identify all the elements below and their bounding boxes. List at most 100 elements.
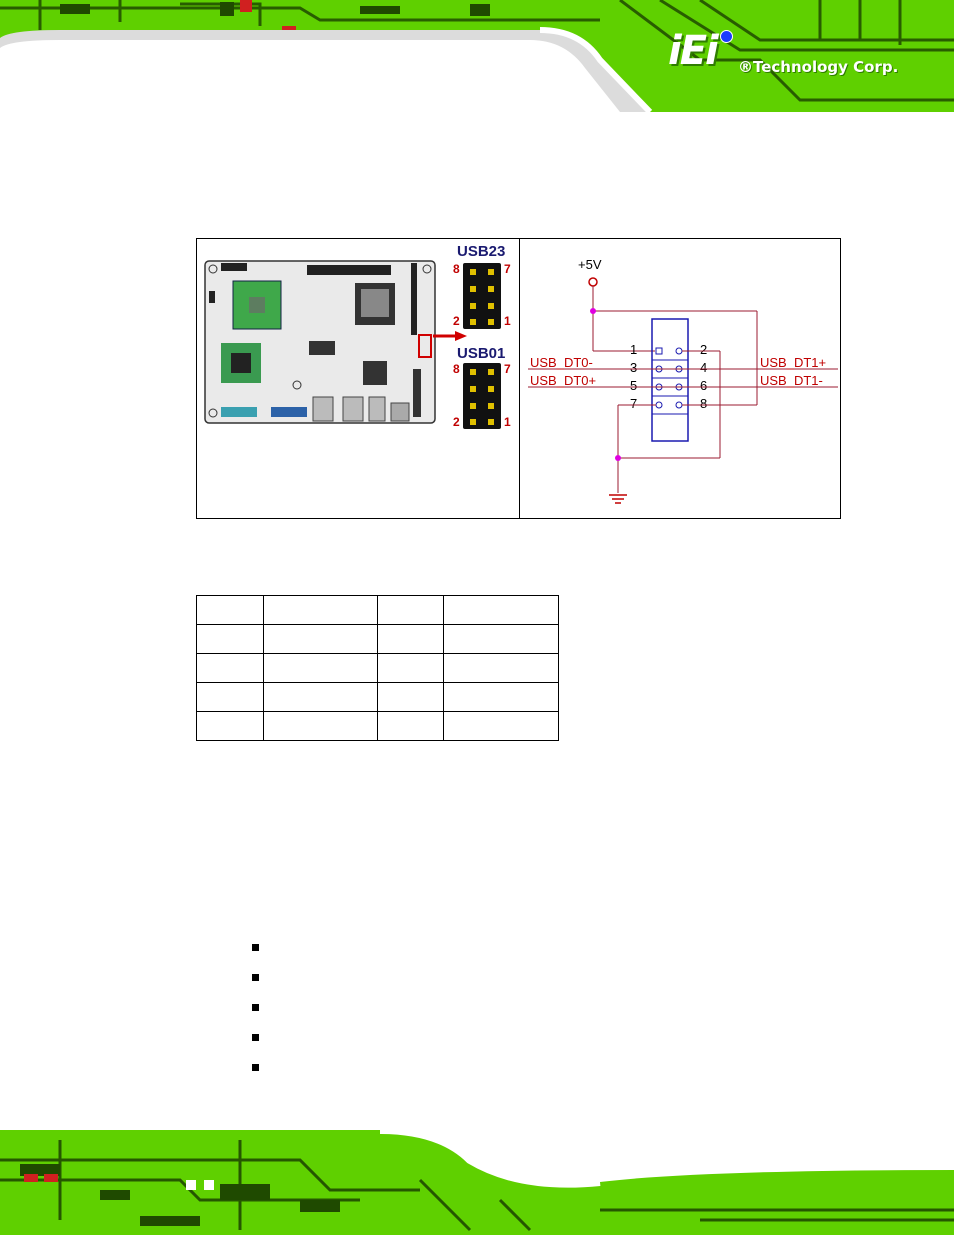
table-cell	[443, 624, 559, 654]
pin-number: 3	[630, 360, 637, 375]
board-component	[209, 291, 215, 303]
power-symbol	[588, 277, 598, 287]
cpu-die	[249, 297, 265, 313]
usb-header-highlight	[418, 334, 432, 358]
page-footer	[0, 1120, 954, 1235]
bullet-icon	[252, 1034, 259, 1041]
usb-port	[368, 396, 386, 422]
table-row	[196, 624, 559, 654]
table-cell	[377, 653, 444, 683]
header-pcb-graphic	[0, 0, 954, 112]
table-cell	[443, 595, 559, 625]
table-cell	[196, 682, 264, 712]
table-cell	[377, 711, 444, 741]
table-cell	[377, 595, 444, 625]
pin-number: 2	[700, 342, 707, 357]
usb23-label: USB23	[457, 243, 505, 260]
connector-body	[651, 318, 689, 442]
table-cell	[263, 624, 378, 654]
table-cell	[263, 682, 378, 712]
pin-number: 4	[700, 360, 707, 375]
mount-hole	[208, 264, 218, 274]
list-item	[252, 1028, 452, 1058]
usb01-header	[463, 363, 501, 429]
list-item	[252, 968, 452, 998]
board-location-diagram: USB23 8 7 2 1 USB01 8 7 2 1	[204, 243, 511, 429]
bullet-icon	[252, 1004, 259, 1011]
pin-label: 8	[453, 362, 460, 376]
pin-label: 8	[453, 262, 460, 276]
junction-dot	[590, 308, 596, 314]
bullet-icon	[252, 1064, 259, 1071]
pin-label: 2	[453, 415, 460, 429]
pin-number: 6	[700, 378, 707, 393]
usb-schematic: +5V 1 3 5 7 2 4 6 8	[528, 257, 838, 504]
usb01-label: USB01	[457, 345, 505, 362]
table-cell	[263, 595, 378, 625]
lan-port	[342, 396, 364, 422]
table-cell	[443, 682, 559, 712]
vga-port	[271, 407, 307, 417]
table-cell	[443, 653, 559, 683]
table-header-row	[196, 595, 559, 625]
pin-number: 5	[630, 378, 637, 393]
pin-number: 1	[630, 342, 637, 357]
southbridge-die	[231, 353, 251, 373]
footer-pcb-graphic	[0, 1120, 954, 1235]
super-io-chip	[363, 361, 387, 385]
table-cell	[377, 682, 444, 712]
pinout-table	[196, 595, 559, 741]
usb23-header	[463, 263, 501, 329]
signal-label: USB_DT0+	[530, 373, 596, 388]
pin-label: 1	[504, 415, 511, 429]
mount-hole	[422, 264, 432, 274]
logo-mark: iEi	[668, 28, 719, 74]
table-cell	[196, 653, 264, 683]
bullet-icon	[252, 974, 259, 981]
table-cell	[263, 711, 378, 741]
pin-label: 1	[504, 314, 511, 328]
table-cell	[196, 624, 264, 654]
mount-hole	[292, 380, 302, 390]
page-header: iEi ®Technology Corp.	[0, 0, 954, 112]
list-item	[252, 938, 452, 968]
pin-label: 7	[504, 362, 511, 376]
ground-icon	[609, 494, 627, 504]
figure-divider	[519, 239, 520, 518]
pin-label: 7	[504, 262, 511, 276]
pin-number: 8	[700, 396, 707, 411]
signal-label: USB_DT0-	[530, 355, 593, 370]
bullet-list	[252, 938, 452, 1088]
pin-label: 2	[453, 314, 460, 328]
board-component	[413, 369, 421, 417]
bullet-icon	[252, 944, 259, 951]
ide-connector	[307, 265, 391, 275]
logo-dot-icon	[720, 30, 733, 43]
list-item	[252, 998, 452, 1028]
memory-slot	[411, 263, 417, 335]
board-component	[221, 263, 247, 271]
list-item	[252, 1058, 452, 1088]
company-name: ®Technology Corp.	[738, 58, 899, 76]
power-label: +5V	[578, 257, 602, 272]
table-row	[196, 682, 559, 712]
junction-dot	[615, 455, 621, 461]
table-cell	[377, 624, 444, 654]
table-row	[196, 711, 559, 741]
lan-port	[312, 396, 334, 422]
usb-port	[390, 402, 410, 422]
table-cell	[443, 711, 559, 741]
northbridge-die	[361, 289, 389, 317]
table-cell	[196, 595, 264, 625]
usb-connector-figure: USB23 8 7 2 1 USB01 8 7 2 1 +5V	[196, 238, 841, 519]
company-logo: iEi ®Technology Corp.	[664, 28, 924, 80]
com-port	[221, 407, 257, 417]
mount-hole	[208, 408, 218, 418]
pin-square	[655, 347, 663, 355]
signal-label: USB_DT1+	[760, 355, 826, 370]
pin-number: 7	[630, 396, 637, 411]
board-component	[309, 341, 335, 355]
arrow-head-icon	[455, 331, 467, 341]
table-cell	[263, 653, 378, 683]
signal-label: USB_DT1-	[760, 373, 823, 388]
